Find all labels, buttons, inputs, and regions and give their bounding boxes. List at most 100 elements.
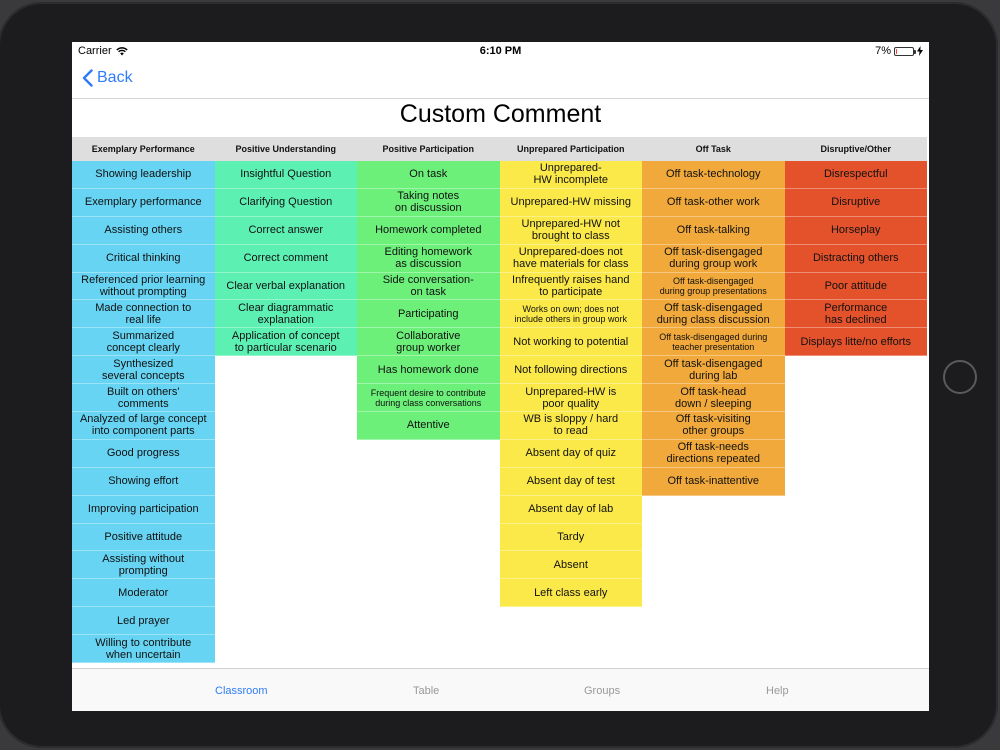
comment-button[interactable]: On task — [357, 161, 500, 189]
comment-button[interactable]: Off task-disengaged during group work — [642, 244, 785, 273]
comment-button[interactable]: Insightful Question — [214, 161, 357, 189]
comment-button[interactable]: Infrequently raises hand to participate — [499, 272, 642, 301]
comment-button[interactable]: Off task-disengaged during teacher prese… — [642, 328, 785, 357]
comment-button[interactable]: Off task-head down / sleeping — [642, 384, 785, 413]
comment-button[interactable]: Absent — [499, 551, 642, 580]
comment-button[interactable]: Off task-talking — [642, 216, 785, 245]
comment-button[interactable]: Clear diagrammatic explanation — [214, 300, 357, 329]
carrier-label: Carrier — [78, 45, 112, 57]
comment-button[interactable]: Assisting without prompting — [72, 551, 215, 580]
comment-button[interactable]: Disruptive — [784, 188, 927, 217]
comment-label: Off task-disengaged during class discuss… — [656, 301, 770, 326]
comment-button[interactable]: Led prayer — [72, 607, 215, 636]
comment-label: Frequent desire to contribute during cla… — [370, 387, 486, 408]
comment-button[interactable]: Unprepared-does not have materials for c… — [499, 244, 642, 273]
tab-groups[interactable]: Groups — [584, 685, 621, 697]
column-header: Positive Understanding — [214, 137, 357, 161]
comment-button[interactable]: Referenced prior learning without prompt… — [72, 272, 215, 301]
comment-button[interactable]: Side conversation- on task — [357, 272, 500, 301]
comment-button[interactable]: Not working to potential — [499, 328, 642, 357]
comment-button[interactable]: Synthesized several concepts — [72, 356, 215, 385]
comment-button[interactable]: Homework completed — [357, 216, 500, 245]
comment-label: Not working to potential — [513, 335, 629, 348]
column-header: Off Task — [642, 137, 785, 161]
tab-help[interactable]: Help — [766, 685, 789, 697]
comment-button[interactable]: Absent day of lab — [499, 495, 642, 524]
comment-label: Unprepared-HW not brought to class — [521, 218, 620, 243]
comment-label: Absent day of quiz — [525, 447, 616, 460]
comment-button[interactable]: Assisting others — [72, 216, 215, 245]
comment-button[interactable]: Positive attitude — [72, 523, 215, 552]
comment-button[interactable]: Unprepared-HW missing — [499, 188, 642, 217]
comment-button[interactable]: Showing effort — [72, 467, 215, 496]
comment-button[interactable]: Exemplary performance — [72, 188, 215, 217]
comment-button[interactable]: Disrespectful — [784, 161, 927, 189]
comment-label: Positive attitude — [104, 531, 183, 544]
comment-button[interactable]: Clear verbal explanation — [214, 272, 357, 301]
comment-button[interactable]: Horseplay — [784, 216, 927, 245]
comment-label: Made connection to real life — [95, 301, 192, 326]
tab-classroom[interactable]: Classroom — [215, 685, 268, 697]
comment-button[interactable]: Off task-needs directions repeated — [642, 439, 785, 468]
comment-button[interactable]: Off task-visiting other groups — [642, 412, 785, 440]
comment-button[interactable]: Summarized concept clearly — [72, 328, 215, 357]
comment-button[interactable]: Works on own; does not include others in… — [499, 300, 642, 329]
comment-button[interactable]: Correct comment — [214, 244, 357, 273]
comment-button[interactable]: Off task-disengaged during class discuss… — [642, 300, 785, 329]
comment-button[interactable]: Participating — [357, 300, 500, 329]
comment-label: Exemplary performance — [84, 196, 202, 209]
comment-label: Led prayer — [116, 614, 170, 627]
comment-button[interactable]: Unprepared-HW not brought to class — [499, 216, 642, 245]
comment-button[interactable]: Off task-inattentive — [642, 467, 785, 496]
comment-button[interactable]: Has homework done — [357, 356, 500, 385]
comment-button[interactable]: Displays litte/no efforts — [784, 328, 927, 357]
comment-label: Unprepared-HW missing — [510, 196, 631, 209]
comment-button[interactable]: Off task-other work — [642, 188, 785, 217]
tab-table[interactable]: Table — [413, 685, 440, 697]
comment-button[interactable]: Analyzed of large concept into component… — [72, 412, 215, 440]
comment-button[interactable]: Editing homework as discussion — [357, 244, 500, 273]
comment-button[interactable]: WB is sloppy / hard to read — [499, 412, 642, 440]
comment-button[interactable]: Off task-disengaged during group present… — [642, 272, 785, 301]
back-button[interactable]: Back — [82, 69, 133, 87]
comment-button[interactable]: Built on others' comments — [72, 384, 215, 413]
comment-button[interactable]: Correct answer — [214, 216, 357, 245]
comment-button[interactable]: Good progress — [72, 439, 215, 468]
comment-label: Left class early — [534, 586, 608, 599]
comment-label: Summarized concept clearly — [106, 329, 180, 354]
comment-button[interactable]: Critical thinking — [72, 244, 215, 273]
comment-button[interactable]: Moderator — [72, 579, 215, 608]
comment-button[interactable]: Distracting others — [784, 244, 927, 273]
comment-label: Poor attitude — [824, 280, 887, 292]
comment-button[interactable]: Clarifying Question — [214, 188, 357, 217]
comment-button[interactable]: Off task-technology — [642, 161, 785, 189]
comment-button[interactable]: Taking notes on discussion — [357, 188, 500, 217]
home-button[interactable] — [943, 360, 977, 394]
comment-button[interactable]: Improving participation — [72, 495, 215, 524]
comment-button[interactable]: Absent day of test — [499, 467, 642, 496]
comment-button[interactable]: Off task-disengaged during lab — [642, 356, 785, 385]
comment-button[interactable]: Attentive — [357, 412, 500, 440]
comment-label: Moderator — [118, 586, 169, 599]
comment-button[interactable]: Absent day of quiz — [499, 439, 642, 468]
column-header: Positive Participation — [357, 137, 500, 161]
comment-label: Participating — [397, 307, 459, 320]
comment-button[interactable]: Not following directions — [499, 356, 642, 385]
comment-button[interactable]: Made connection to real life — [72, 300, 215, 329]
comment-button[interactable]: Showing leadership — [72, 161, 215, 189]
comment-button[interactable]: Performance has declined — [784, 300, 927, 329]
comment-button[interactable]: Left class early — [499, 579, 642, 608]
comment-button[interactable]: Poor attitude — [784, 272, 927, 301]
comment-label: Disrespectful — [823, 168, 888, 181]
column-header: Unprepared Participation — [499, 137, 642, 161]
comment-button[interactable]: Unprepared- HW incomplete — [499, 161, 642, 189]
comment-button[interactable]: Unprepared-HW is poor quality — [499, 384, 642, 413]
comment-button[interactable]: Willing to contribute when uncertain — [72, 635, 215, 664]
comment-button[interactable]: Application of concept to particular sce… — [214, 328, 357, 357]
comment-button[interactable]: Frequent desire to contribute during cla… — [357, 384, 500, 413]
comment-label: Off task-talking — [676, 224, 750, 237]
comment-button[interactable]: Tardy — [499, 523, 642, 552]
comment-button[interactable]: Collaborative group worker — [357, 328, 500, 357]
